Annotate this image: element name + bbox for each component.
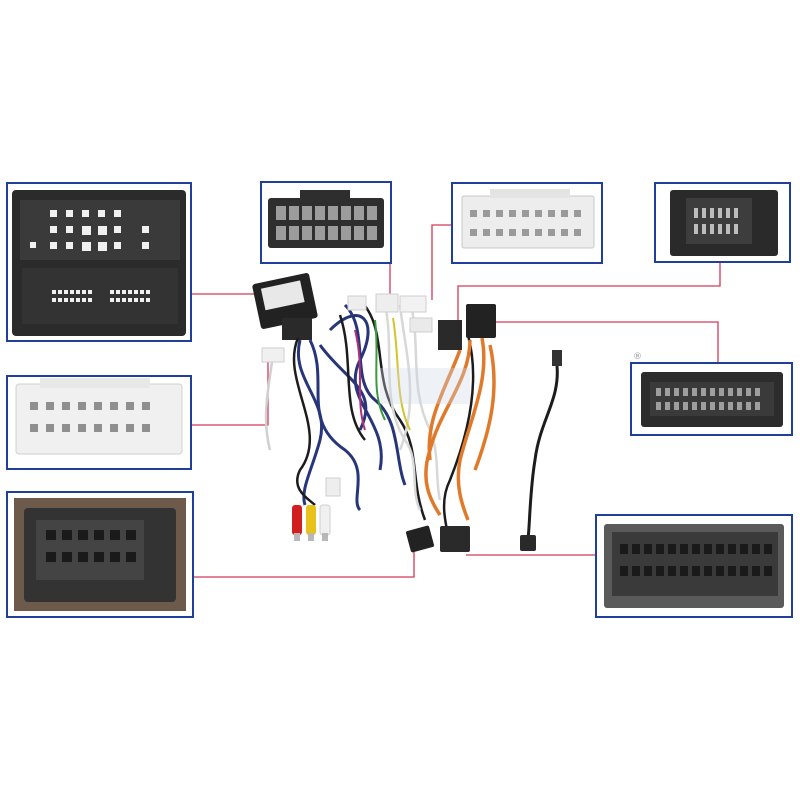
canbus-module	[252, 273, 318, 340]
antenna-adapter-cable	[520, 350, 562, 551]
callout-white-16-pin-connector	[6, 375, 192, 470]
harness-bottom-connectors	[406, 525, 470, 553]
orange-wire-bundle	[424, 337, 496, 521]
quadlock-pin-grid	[30, 210, 149, 251]
callout-black-small-multi-pin	[654, 182, 791, 263]
callout-black-12-pin-connector	[6, 491, 194, 618]
callout-black-26-pin-connector	[595, 514, 793, 618]
harness-center-label	[380, 368, 470, 404]
quadlock-lower-pins	[52, 290, 150, 302]
leader-line-white-16	[190, 360, 269, 426]
leader-line-black-12	[193, 548, 415, 578]
rca-plugs	[292, 477, 341, 541]
wiring-harness	[252, 273, 562, 553]
harness-top-connectors	[347, 293, 496, 350]
harness-left-white-connector	[261, 347, 285, 451]
callout-black-16-pin-iso	[260, 181, 392, 264]
leader-lines	[190, 224, 721, 578]
callout-black-40-pin-quadlock	[6, 182, 192, 342]
callout-black-24-pin-connector	[630, 362, 793, 436]
leader-line-black-24	[495, 321, 719, 362]
white-wire-bundle	[383, 304, 442, 511]
accent-wires	[354, 317, 411, 431]
leader-line-small-multi	[457, 262, 721, 330]
callout-white-20-pin-connector	[451, 182, 603, 264]
registered-trademark-icon: ®	[633, 352, 642, 362]
leader-line-white-20	[431, 224, 452, 300]
